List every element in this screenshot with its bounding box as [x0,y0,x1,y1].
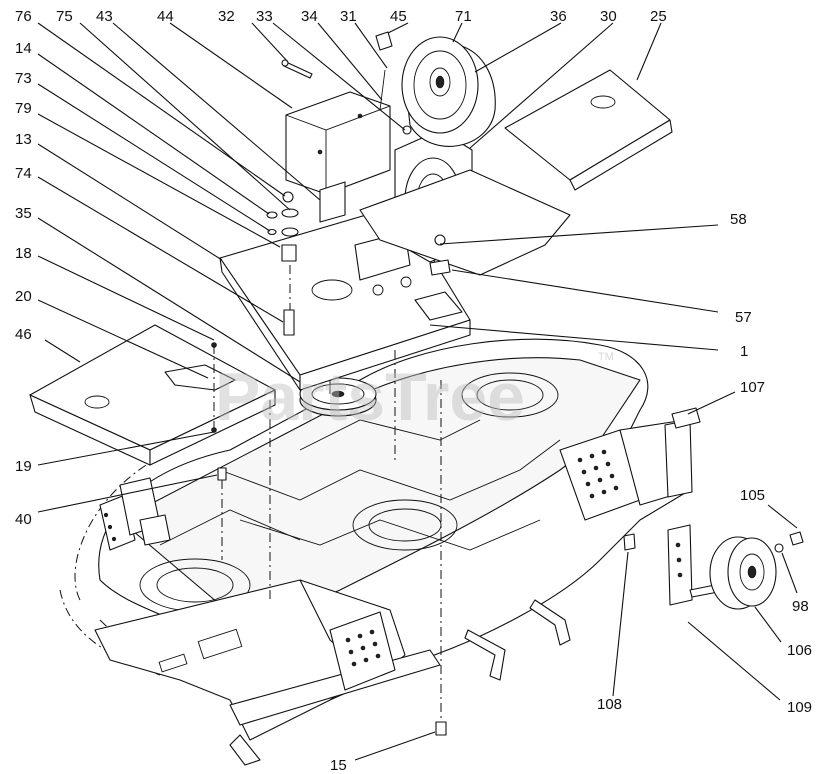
callout-71: 71 [455,8,472,25]
watermark-text: PartsTree [215,359,525,435]
watermark-trademark: TM [598,351,614,363]
callout-44: 44 [157,8,174,25]
callout-34: 34 [301,8,318,25]
callout-73: 73 [15,70,32,87]
callout-20: 20 [15,288,32,305]
callout-32: 32 [218,8,235,25]
callout-75: 75 [56,8,73,25]
callout-98: 98 [792,598,809,615]
callout-1: 1 [740,343,748,360]
pto-housing [285,91,391,223]
callout-36: 36 [550,8,567,25]
leader-lines [37,22,798,761]
callout-40: 40 [15,511,32,528]
callout-74: 74 [15,165,32,182]
callout-18: 18 [15,245,32,262]
callout-43: 43 [96,8,113,25]
callout-107: 107 [740,379,765,396]
callout-105: 105 [740,487,765,504]
callout-106: 106 [787,642,812,659]
mower-deck [59,338,693,766]
callout-57: 57 [735,309,752,326]
callout-58: 58 [730,211,747,228]
wheel-assembly [623,407,804,610]
callout-79: 79 [15,100,32,117]
right-belt-cover [359,69,673,276]
callout-30: 30 [600,8,617,25]
callout-108: 108 [597,696,622,713]
callout-25: 25 [650,8,667,25]
callout-33: 33 [256,8,273,25]
callout-31: 31 [340,8,357,25]
callout-labels: 76 75 43 44 32 33 34 31 45 71 36 30 25 1… [15,8,812,774]
callout-14: 14 [15,40,32,57]
left-belt-cover [29,324,276,466]
callout-15: 15 [330,757,347,774]
callout-45: 45 [390,8,407,25]
callout-19: 19 [15,458,32,475]
callout-46: 46 [15,326,32,343]
callout-13: 13 [15,131,32,148]
callout-109: 109 [787,699,812,716]
hardware [217,31,451,736]
callout-35: 35 [15,205,32,222]
callout-76: 76 [15,8,32,25]
